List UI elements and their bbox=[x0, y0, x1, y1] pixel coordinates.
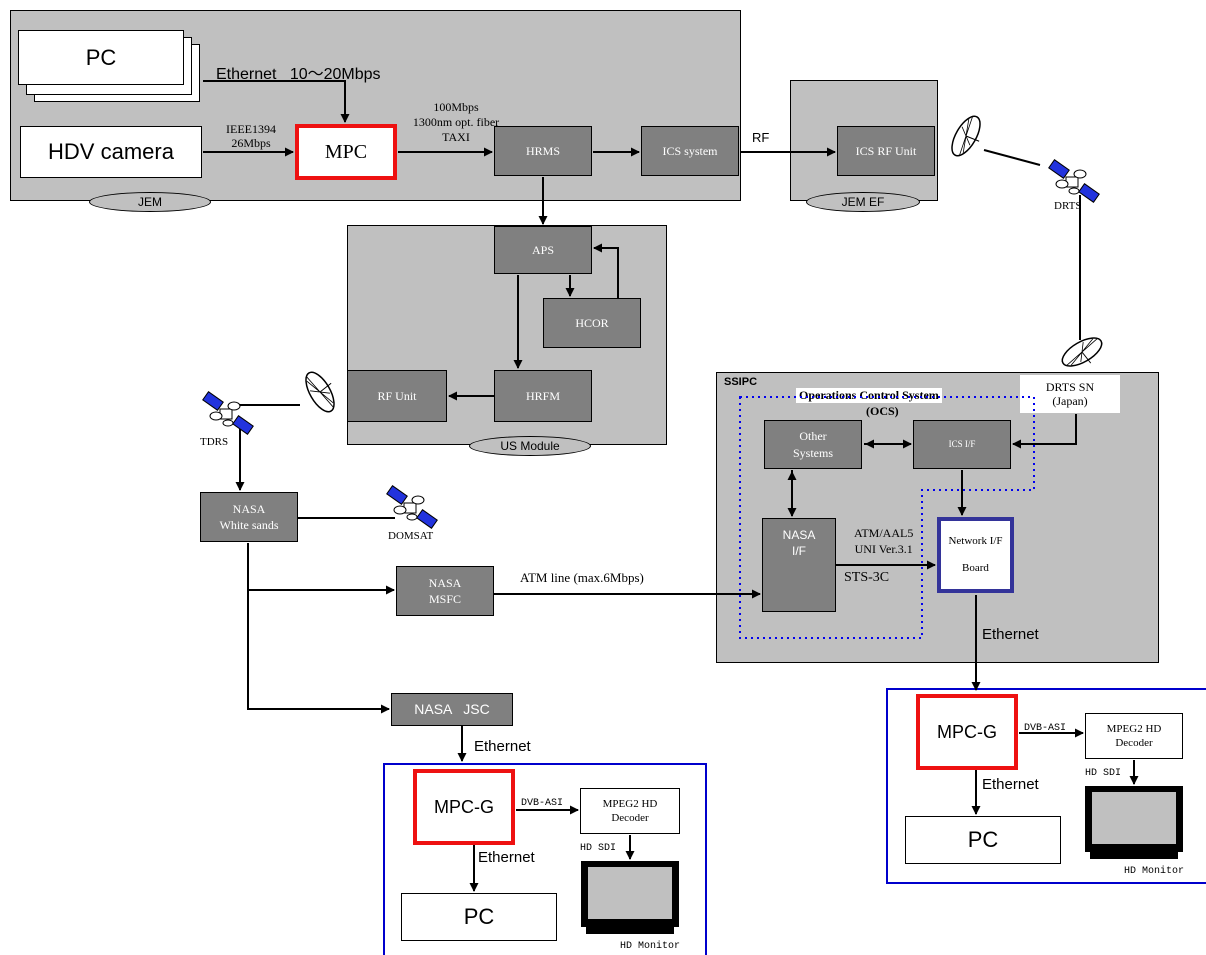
hd-monitor-left bbox=[581, 861, 679, 927]
nasa-if-box: NASA I/F bbox=[762, 518, 836, 612]
network-if-board-box: Network I/F Board bbox=[937, 517, 1014, 593]
drtssn-to-icsif-line bbox=[1012, 414, 1077, 449]
hdsdi-left-label: HD SDI bbox=[580, 843, 617, 854]
atm-aal5-label: ATM/AAL5 UNI Ver.3.1 bbox=[854, 526, 914, 556]
ssipc-label: SSIPC bbox=[724, 376, 758, 388]
jem-label: JEM bbox=[89, 192, 211, 212]
drts-sn-box: DRTS SN (Japan) bbox=[1020, 375, 1120, 413]
tdrs-label: TDRS bbox=[200, 436, 229, 448]
mpcg-right-box: MPC-G bbox=[916, 694, 1018, 770]
ethernet-left-pc-label: Ethernet bbox=[478, 849, 535, 866]
hrms-box: HRMS bbox=[494, 126, 592, 176]
us-module-label: US Module bbox=[469, 436, 591, 456]
domsat-satellite-icon bbox=[386, 485, 438, 529]
nasa-white-sands-box: NASA White sands bbox=[200, 492, 298, 542]
nasa-msfc-box: NASA MSFC bbox=[396, 566, 494, 616]
monitor-left-label: HD Monitor bbox=[620, 941, 681, 952]
hcor-box: HCOR bbox=[543, 298, 641, 348]
ics-system-box: ICS system bbox=[641, 126, 739, 176]
hrfm-box: HRFM bbox=[494, 370, 592, 422]
pc-to-mpc-line bbox=[203, 80, 350, 123]
monitor-right-screen bbox=[1092, 792, 1176, 844]
ethernet-rate-label: Ethernet 10～20Mbps bbox=[216, 66, 381, 83]
ocs-boundary bbox=[739, 396, 1035, 639]
monitor-left-screen bbox=[588, 867, 672, 919]
mpcg-left-label: MPC-G bbox=[434, 796, 494, 817]
rf-label: RF bbox=[752, 130, 770, 145]
other-systems-box: Other Systems bbox=[764, 420, 862, 469]
drts-satellite-icon bbox=[1048, 159, 1100, 203]
decoder-right-label: MPEG2 HD Decoder bbox=[1106, 722, 1162, 749]
atm-line-label: ATM line (max.6Mbps) bbox=[520, 570, 644, 585]
drts-label: DRTS bbox=[1054, 200, 1082, 212]
nasa-jsc-box: NASA JSC bbox=[391, 693, 513, 726]
pc-left-box: PC bbox=[401, 893, 557, 941]
whitesands-to-jsc-line bbox=[247, 543, 390, 714]
dvb-right-label: DVB-ASI bbox=[1024, 723, 1067, 734]
monitor-right-label: HD Monitor bbox=[1124, 866, 1185, 877]
sts-label: STS-3C bbox=[844, 570, 890, 585]
monitor-left-stand bbox=[586, 927, 674, 934]
mpcg-right-label: MPC-G bbox=[937, 721, 997, 742]
hdv-camera: HDV camera bbox=[20, 126, 202, 178]
decoder-right-box: MPEG2 HD Decoder bbox=[1085, 713, 1183, 759]
network-if-label: Network I/F Board bbox=[948, 535, 1003, 574]
mpc-label: MPC bbox=[324, 140, 368, 163]
ocs-abbr: (OCS) bbox=[866, 404, 899, 418]
ethernet-right-pc-label: Ethernet bbox=[982, 776, 1039, 793]
hdsdi-right-label: HD SDI bbox=[1085, 768, 1122, 779]
jem-ef-label: JEM EF bbox=[806, 192, 920, 212]
ics-rf-unit-box: ICS RF Unit bbox=[837, 126, 935, 176]
icsrf-dish-to-drts-line bbox=[983, 149, 1041, 166]
ieee-label: IEEE1394 26Mbps bbox=[226, 122, 276, 151]
decoder-left-label: MPEG2 HD Decoder bbox=[602, 797, 658, 824]
ics-rf-dish-icon bbox=[945, 111, 990, 163]
monitor-right-stand bbox=[1090, 852, 1178, 859]
ics-if-box: ICS I/F bbox=[913, 420, 1011, 469]
fiber-label: 100Mbps 1300nm opt. fiber TAXI bbox=[412, 100, 500, 144]
domsat-label: DOMSAT bbox=[388, 530, 434, 542]
dvb-left-label: DVB-ASI bbox=[521, 798, 564, 809]
ethernet-right-label: Ethernet bbox=[982, 626, 1039, 643]
us-rf-dish-icon bbox=[299, 365, 344, 417]
mpc-box: MPC bbox=[295, 124, 397, 180]
ocs-title: Operations Control System bbox=[796, 388, 942, 403]
rf-unit-box: RF Unit bbox=[347, 370, 447, 422]
hcor-to-aps-line bbox=[593, 243, 619, 298]
tdrs-satellite-icon bbox=[202, 391, 254, 435]
drts-sn-label: DRTS SN (Japan) bbox=[1045, 379, 1095, 408]
aps-box: APS bbox=[494, 226, 592, 274]
pc-right-box: PC bbox=[905, 816, 1061, 864]
ethernet-jsc-label: Ethernet bbox=[474, 738, 531, 755]
mpcg-left-box: MPC-G bbox=[413, 769, 515, 845]
decoder-left-box: MPEG2 HD Decoder bbox=[580, 788, 680, 834]
hd-monitor-right bbox=[1085, 786, 1183, 852]
drts-sn-dish-icon bbox=[1057, 331, 1109, 376]
pc-top: PC bbox=[18, 30, 184, 85]
